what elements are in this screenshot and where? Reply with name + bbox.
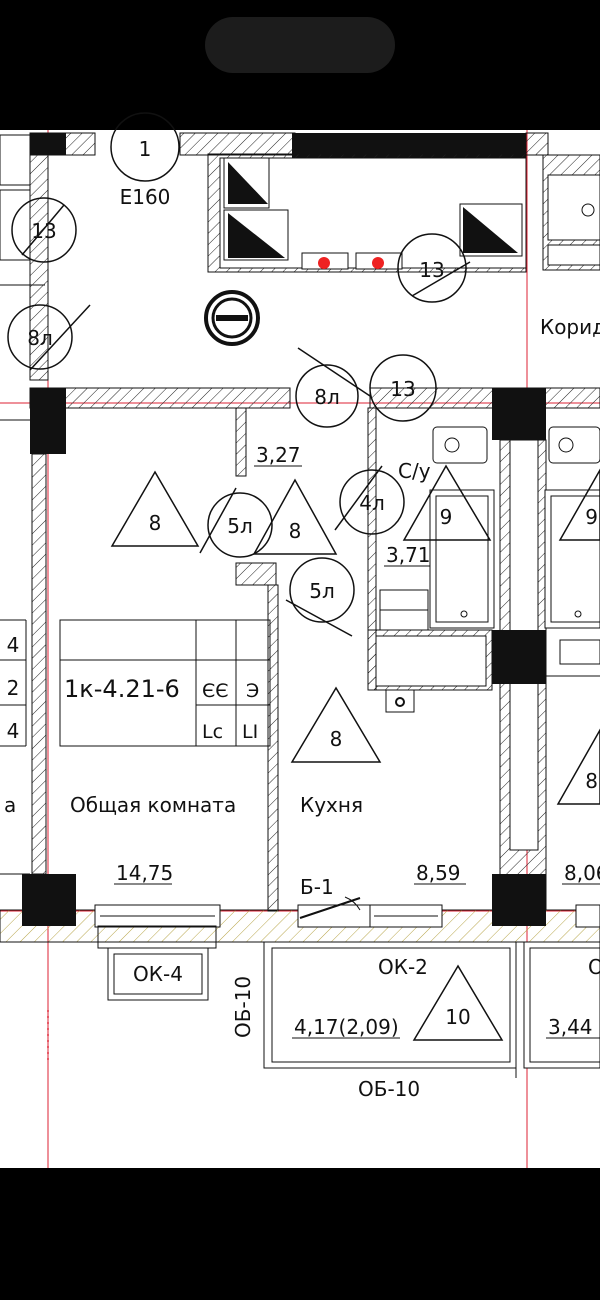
side-digit-2: 2 [7,676,20,700]
fence-bottom: ОБ-10 [358,1077,420,1101]
column-symbol [204,290,260,346]
triangle-8-hall: 8 [289,519,302,543]
circle-marks [7,112,471,637]
code-mark-3: Lc [202,721,223,743]
room-living-name: Общая комната [70,793,236,817]
mark-circle-1: 1 [139,137,152,161]
bottom-facade [0,874,600,943]
room-living-area: 14,75 [116,861,173,885]
mark-circle-8l-left: 8л [27,326,53,350]
corridor-label: Корид [540,315,600,339]
loggia-area-right: 3,44 [548,1015,593,1039]
triangle-9-bath: 9 [440,505,453,529]
mark-circle-5l-a: 5л [227,514,253,538]
door-label: E160 [120,185,171,209]
loggia [97,925,600,1078]
top-walls [29,132,549,159]
mark-circle-13-left: 13 [31,219,56,243]
bathroom-fixtures [379,426,600,665]
window-ok4: ОК-4 [133,962,183,986]
apartment-code: 1к-4.21-6 [64,675,180,703]
room-right-area: 8,06 [564,861,600,885]
area-3-27: 3,27 [256,443,301,467]
window-o-right: О [588,955,600,979]
right-top-bath [542,154,600,271]
fence-left: ОБ-10 [231,976,255,1038]
triangle-8-room: 8 [149,511,162,535]
mark-circle-13-mid: 13 [390,377,415,401]
camera-notch [205,17,395,73]
triangle-8-kitchen: 8 [330,727,343,751]
mark-circle-5l-b: 5л [309,579,335,603]
left-apartment-walls [0,134,49,381]
mark-circle-8l-mid: 8л [314,385,340,409]
triangle-8-right: 8 [585,769,598,793]
side-digit-1: 4 [7,633,20,657]
balcony-door-label: Б-1 [300,875,334,899]
mark-circle-4l: 4л [359,491,385,515]
shaft-block [207,153,527,273]
code-mark-2: Э [246,680,259,702]
code-mark-1: ЄЄ [202,680,229,702]
window-ok2: ОК-2 [378,955,428,979]
mark-circle-13-top: 13 [419,258,444,282]
room-kitchen-area: 8,59 [416,861,461,885]
apartment-code-table [0,619,271,747]
area-3-71: 3,71 [386,543,431,567]
middle-walls [0,387,600,912]
bath-label: С/у [398,459,431,483]
triangle-9-right: 9 [585,505,598,529]
plan-labels: 1 E160 13 13 8л Корид 8л 13 3,27 С/у 8 5… [4,137,600,1101]
loggia-area: 4,17(2,09) [294,1015,399,1039]
side-digit-3: 4 [7,719,20,743]
room-kitchen-name: Кухня [300,793,363,817]
triangle-10-loggia: 10 [445,1005,470,1029]
code-mark-4: LI [242,721,258,743]
side-label-fragment: а [4,793,16,817]
triangle-marks [110,464,600,1041]
